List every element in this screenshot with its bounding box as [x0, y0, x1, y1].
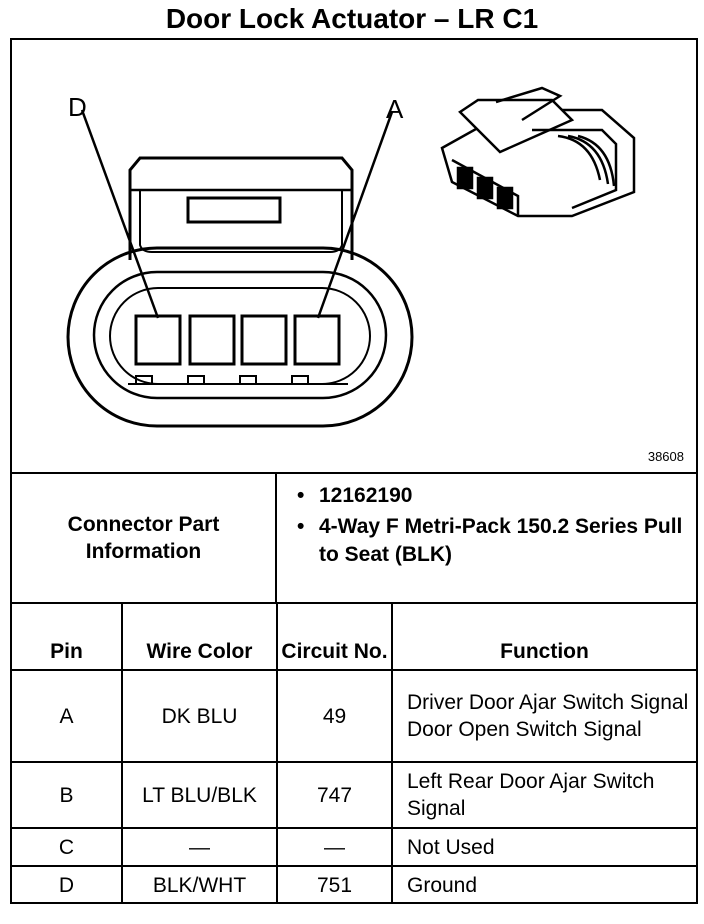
connector-face-drawing: [66, 109, 414, 428]
header-function: Function: [391, 604, 696, 671]
bullet-icon: •: [297, 515, 305, 538]
connector-drawing: [66, 86, 636, 428]
page-title: Door Lock Actuator – LR C1: [165, 3, 539, 34]
bullet-icon: •: [297, 484, 305, 507]
wire-color-cell: —: [121, 827, 278, 867]
connector-sheet: D A 38608 Connector Part Information •12…: [10, 38, 698, 904]
wire-color-cell: LT BLU/BLK: [121, 761, 278, 829]
wire-color-cell: BLK/WHT: [121, 865, 278, 904]
circuit-cell: —: [276, 827, 393, 867]
connector-description: •4-Way F Metri-Pack 150.2 Series Pull to…: [297, 515, 683, 566]
connector-info-label: Connector Part Information: [12, 474, 277, 602]
circuit-cell: 747: [276, 761, 393, 829]
table-row: C — — Not Used: [12, 827, 696, 867]
wire-color-cell: DK BLU: [121, 669, 278, 763]
pin-cell: C: [12, 827, 123, 867]
table-row: A DK BLU 49 Driver Door Ajar Switch Sign…: [12, 669, 696, 763]
pin-cell: A: [12, 669, 123, 763]
connector-figure: D A 38608: [12, 40, 696, 474]
circuit-cell: 751: [276, 865, 393, 904]
table-row: D BLK/WHT 751 Ground: [12, 865, 696, 904]
function-cell: Left Rear Door Ajar Switch Signal: [391, 761, 696, 829]
circuit-cell: 49: [276, 669, 393, 763]
connector-info-row: Connector Part Information •12162190 •4-…: [12, 474, 696, 604]
header-wire-color: Wire Color: [121, 604, 278, 671]
header-pin: Pin: [12, 604, 123, 671]
connector-part-number: •12162190: [297, 482, 692, 510]
pin-d-callout: D: [68, 92, 87, 122]
function-cell: Ground: [391, 865, 696, 904]
table-row: B LT BLU/BLK 747 Left Rear Door Ajar Swi…: [12, 761, 696, 829]
header-circuit-no: Circuit No.: [276, 604, 393, 671]
figure-number: 38608: [647, 449, 684, 464]
pin-cell: B: [12, 761, 123, 829]
connector-isometric-sketch: [440, 86, 636, 218]
pin-cell: D: [12, 865, 123, 904]
pin-table: Pin Wire Color Circuit No. Function A DK…: [12, 604, 696, 904]
pin-a-callout: A: [386, 94, 404, 124]
function-cell: Driver Door Ajar Switch Signal Door Open…: [391, 669, 696, 763]
function-cell: Not Used: [391, 827, 696, 867]
pin-table-header: Pin Wire Color Circuit No. Function: [12, 604, 696, 671]
connector-info-list: •12162190 •4-Way F Metri-Pack 150.2 Seri…: [297, 482, 692, 572]
